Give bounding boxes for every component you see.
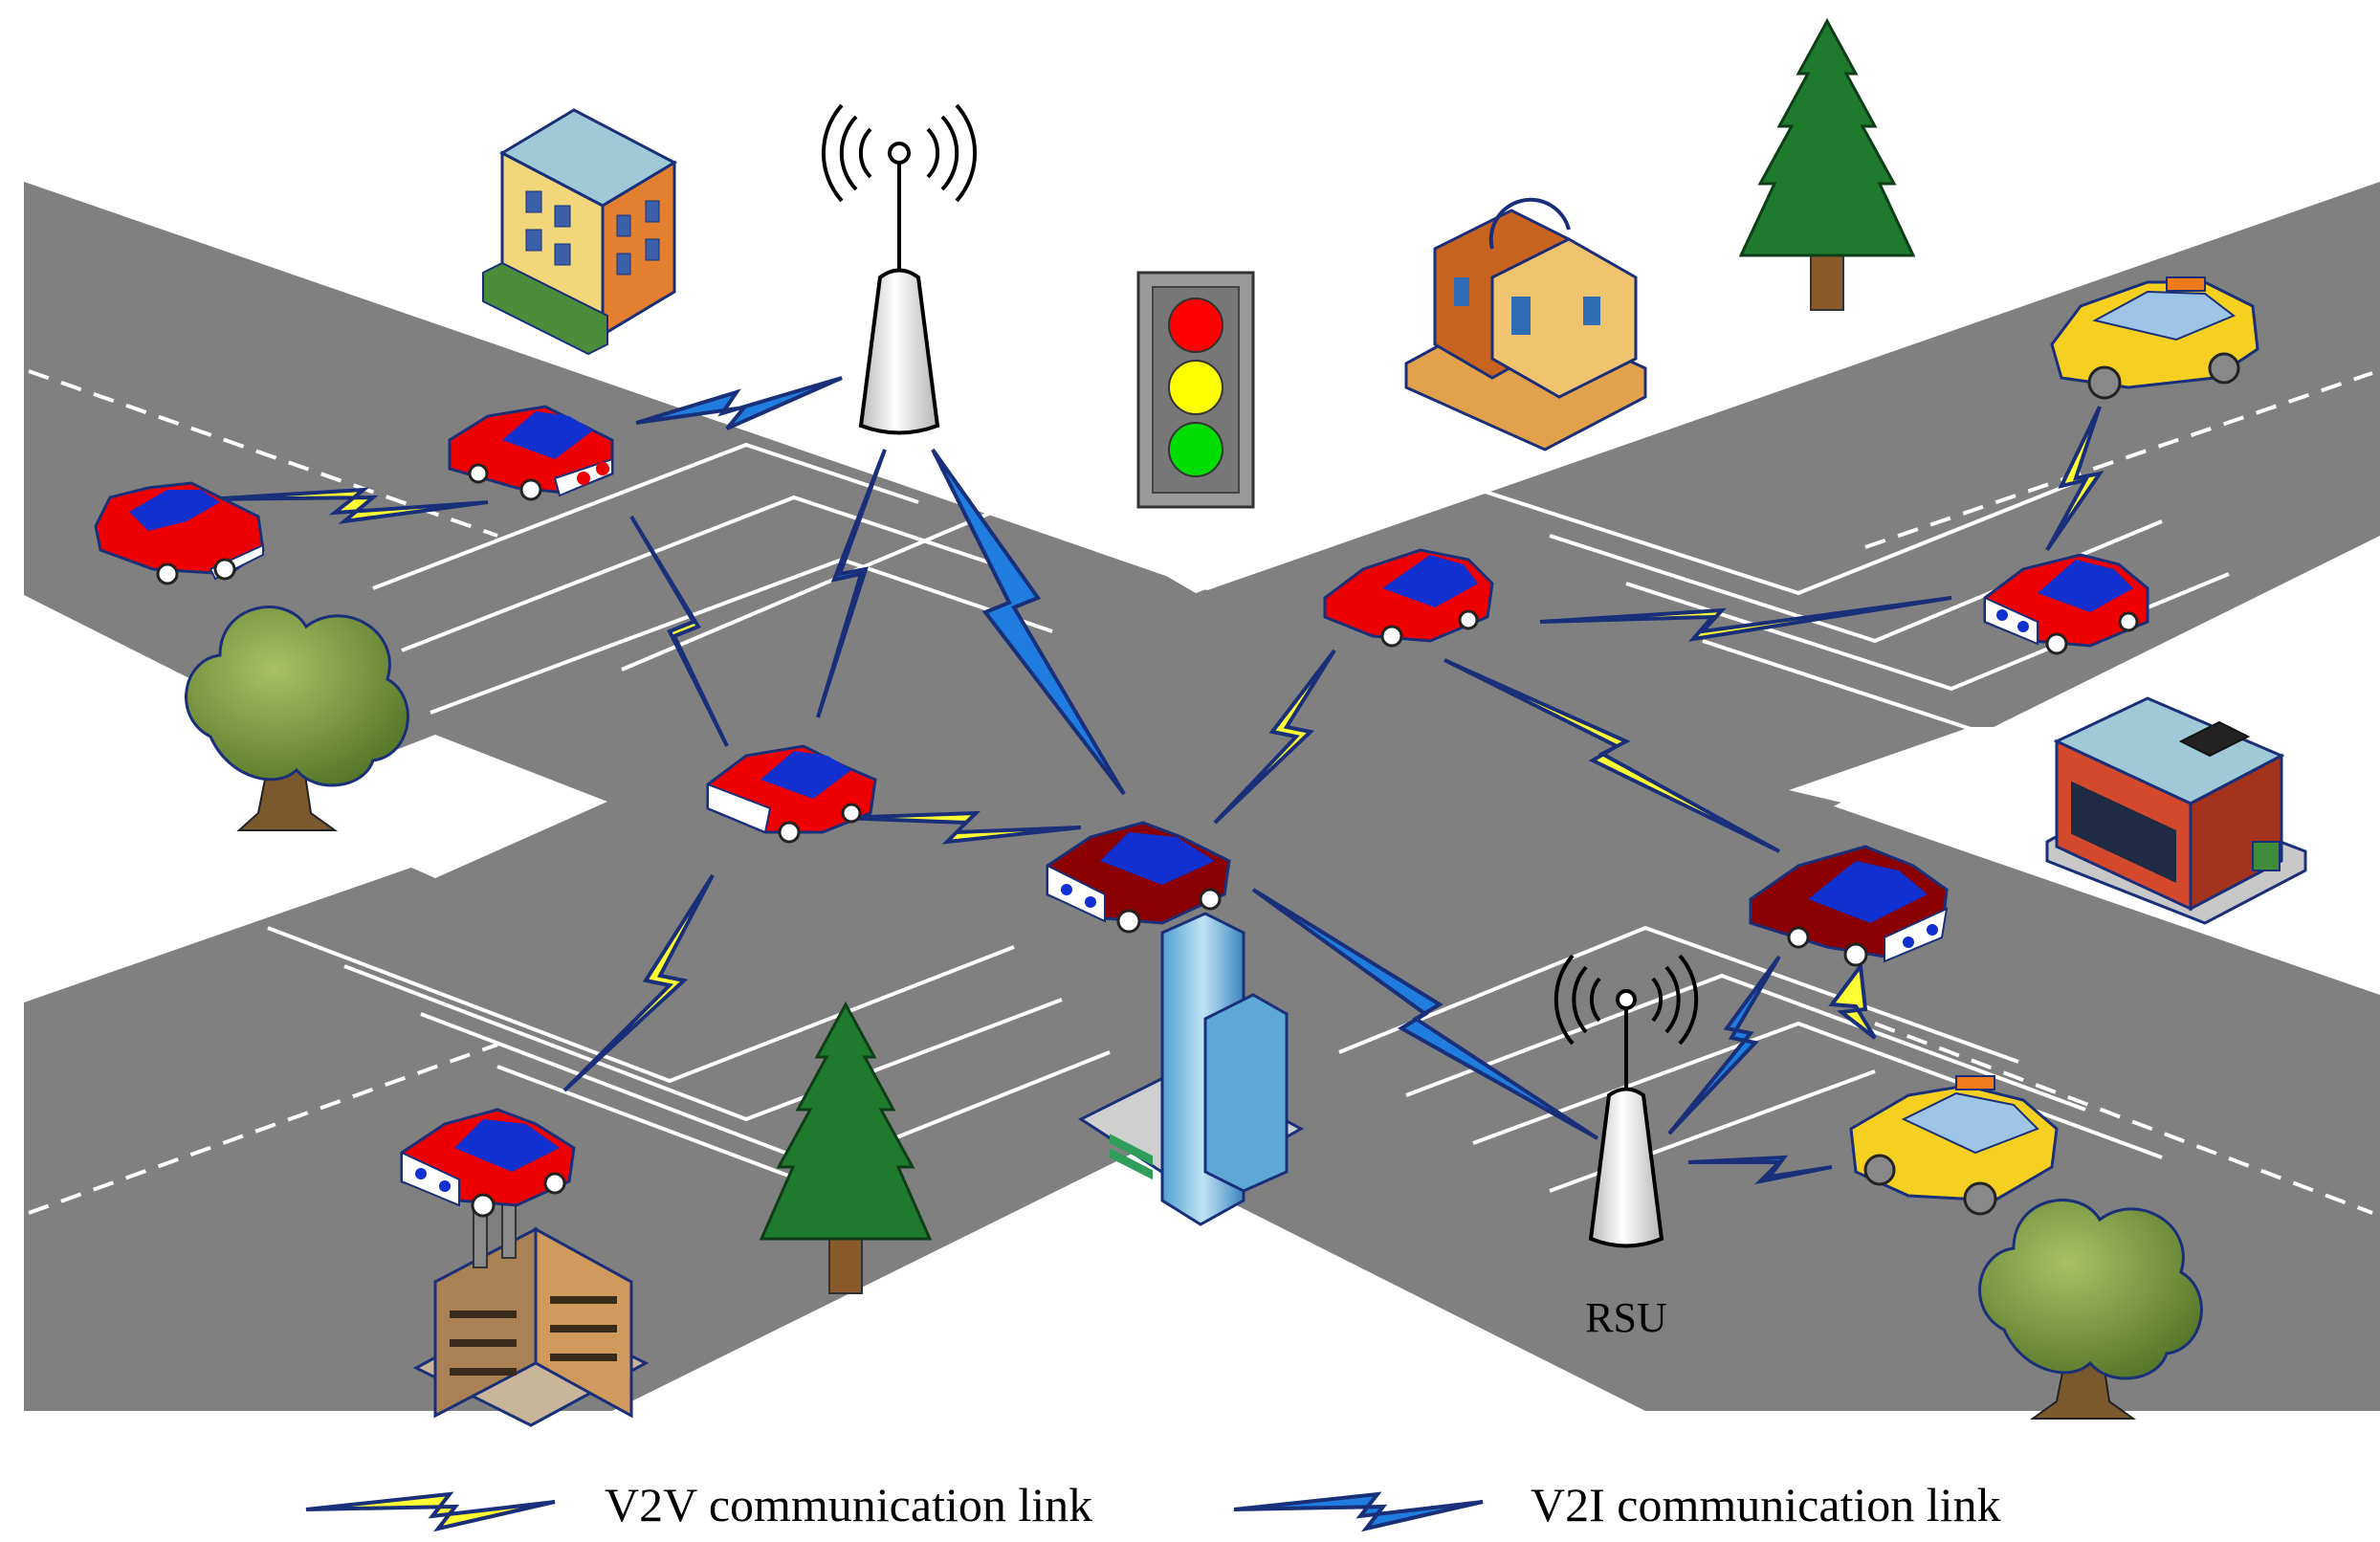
v2v-link xyxy=(1213,649,1336,825)
traffic-light-green xyxy=(1168,422,1223,477)
v2v-link xyxy=(205,487,489,524)
traffic-light-red xyxy=(1168,297,1223,353)
traffic-light-yellow xyxy=(1168,360,1223,415)
v2v-link xyxy=(2045,406,2105,552)
rsu-label: RSU xyxy=(1585,1294,1667,1341)
taxi-icon[interactable] xyxy=(2050,276,2259,400)
legend-v2i-symbol xyxy=(1233,1491,1484,1532)
legend: V2V communication link V2I communication… xyxy=(305,1478,2001,1532)
v2i-link xyxy=(1687,1155,1833,1185)
centerline-upper-right xyxy=(1864,371,2373,549)
v2i-link xyxy=(1251,888,1599,1140)
tree-icon xyxy=(1738,17,1916,311)
v2v-link xyxy=(562,873,715,1092)
building-icon xyxy=(482,108,678,356)
car-icon[interactable] xyxy=(1983,553,2149,655)
building-icon xyxy=(1077,912,1305,1226)
road-cross-diagonal xyxy=(24,182,2380,1411)
v2v-link xyxy=(1443,658,1780,853)
legend-v2v-label: V2V communication link xyxy=(605,1478,1092,1531)
intersection-notch-top xyxy=(1047,442,1377,593)
car-icon[interactable] xyxy=(1749,845,1949,967)
traffic-light-icon xyxy=(1136,271,1255,509)
building-icon xyxy=(1404,197,1647,452)
tree-icon xyxy=(759,1001,933,1294)
building-icon xyxy=(2045,696,2307,925)
white-border-bottom xyxy=(0,1411,2380,1542)
car-icon[interactable] xyxy=(448,405,614,501)
v2v-link xyxy=(629,515,729,747)
tree-icon xyxy=(185,606,409,831)
v2v-link xyxy=(841,810,1082,845)
taxi-icon[interactable] xyxy=(1849,1075,2059,1216)
car-icon[interactable] xyxy=(1046,821,1231,934)
v2i-link xyxy=(931,448,1126,796)
centerline-lower-left xyxy=(28,1043,498,1215)
legend-v2i-label: V2I communication link xyxy=(1531,1478,2001,1531)
car-icon[interactable] xyxy=(400,1108,576,1218)
v2v-link xyxy=(1828,960,1877,1040)
antenna-tower-icon xyxy=(821,103,978,435)
v2v-link xyxy=(1539,596,1952,642)
tree-icon xyxy=(1978,1199,2203,1420)
v2i-link xyxy=(635,376,843,430)
v2i-link xyxy=(1667,955,1781,1135)
car-icon[interactable] xyxy=(1323,548,1494,648)
v2i-link xyxy=(816,449,887,718)
legend-v2v-symbol xyxy=(305,1491,556,1532)
centerline-lower-right xyxy=(1874,1022,2373,1215)
car-icon[interactable] xyxy=(706,744,877,844)
rsu-antenna-icon[interactable] xyxy=(1554,954,1699,1248)
communication-links xyxy=(205,376,2105,1185)
car-icon[interactable] xyxy=(94,481,265,585)
building-icon xyxy=(412,1195,650,1427)
